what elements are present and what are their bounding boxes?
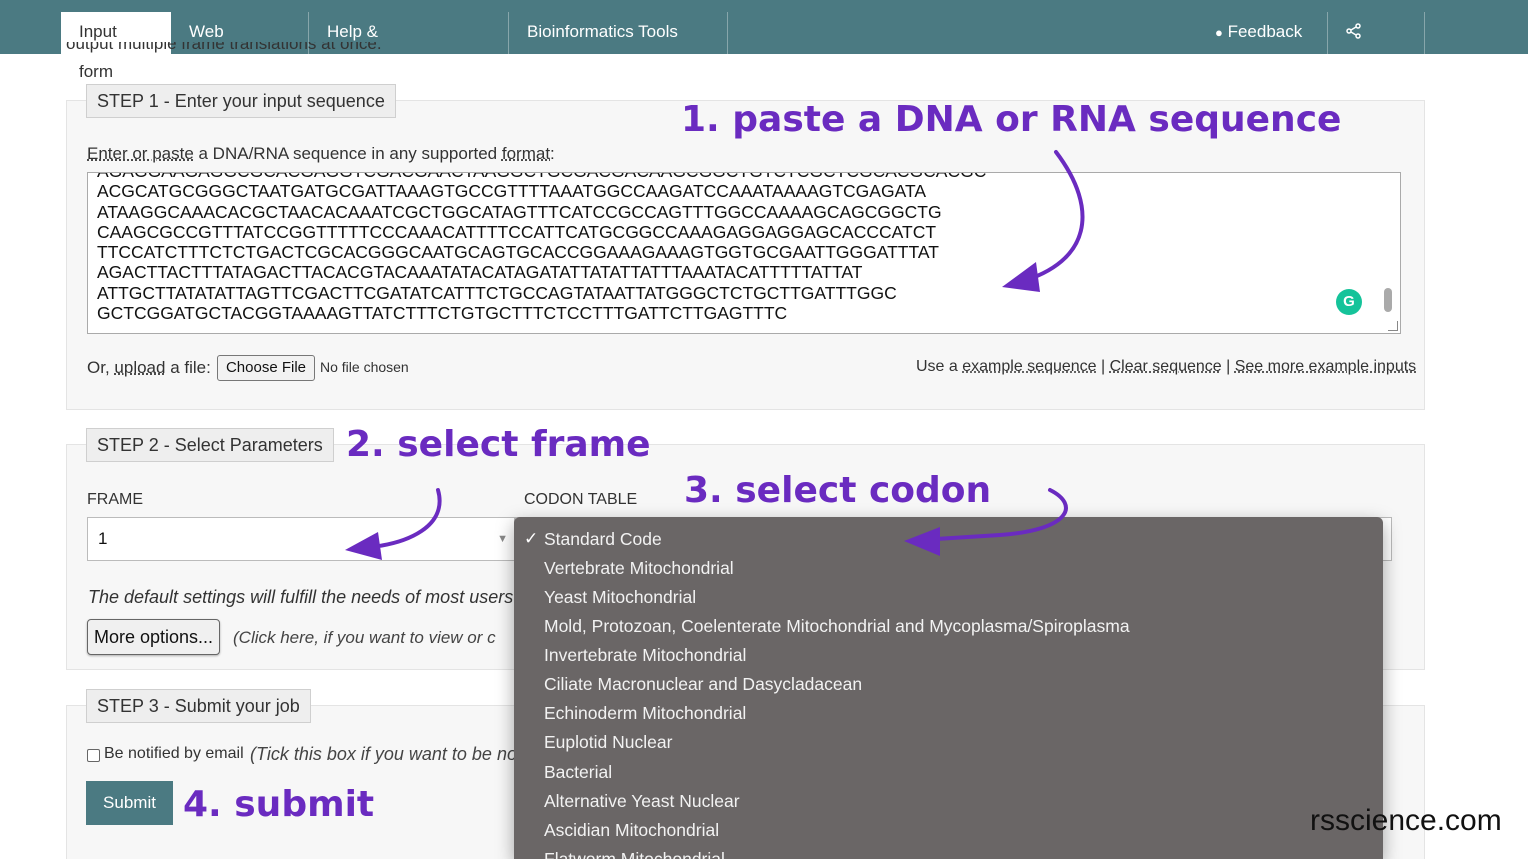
codon-option[interactable]: Ciliate Macronuclear and Dasycladacean bbox=[544, 674, 863, 694]
sequence-line: AGAGGAAGAGGCGCACGAGGTCGACGAACTAAGGCTGCGA… bbox=[97, 173, 986, 181]
sequence-line: CAAGCGCCGTTTATCCGGTTTTTCCCAAACATTTTCCATT… bbox=[97, 221, 937, 242]
sequence-text: AGAGGAAGAGGCGCACGAGGTCGACGAACTAAGGCTGCGA… bbox=[97, 173, 986, 324]
textarea-scrollbar[interactable] bbox=[1384, 288, 1392, 312]
sequence-line: GCTCGGATGCTACGGTAAAAGTTATCTTTCTGTGCTTTCT… bbox=[97, 303, 788, 324]
codon-option[interactable]: Standard Code bbox=[544, 529, 662, 549]
dropdown-arrow-icon: ▼ bbox=[497, 533, 508, 545]
annotation-step3: 3. select codon bbox=[684, 470, 992, 511]
arrowhead-icon bbox=[904, 527, 940, 556]
step2-legend: STEP 2 - Select Parameters bbox=[86, 428, 334, 462]
share-icon bbox=[1346, 23, 1361, 39]
submit-button[interactable]: Submit bbox=[86, 781, 173, 825]
codon-table-dropdown: ✓ Standard Code Vertebrate Mitochondrial… bbox=[514, 517, 1383, 859]
speech-bubble-icon: ● bbox=[1215, 25, 1223, 40]
use-a-text: Use a bbox=[916, 358, 963, 375]
codon-option[interactable]: Invertebrate Mitochondrial bbox=[544, 645, 747, 665]
codon-option[interactable]: Mold, Protozoan, Coelenterate Mitochondr… bbox=[544, 616, 1130, 636]
arrowhead-icon bbox=[345, 532, 382, 560]
arrow-to-sequence-icon bbox=[1018, 150, 1085, 284]
sequence-line: ATAAGGCAAACACGCTAACACAAATCGCTGGCATAGTTTC… bbox=[97, 201, 942, 222]
separator: | bbox=[1096, 358, 1110, 375]
choose-file-button[interactable]: Choose File bbox=[217, 355, 315, 381]
see-more-examples-link[interactable]: See more example inputs bbox=[1234, 358, 1417, 375]
notify-email-hint: (Tick this box if you want to be no bbox=[250, 744, 517, 764]
upload-text-c: a file: bbox=[165, 358, 211, 377]
watermark: rsscience.com bbox=[1310, 804, 1502, 837]
codon-option[interactable]: Bacterial bbox=[544, 762, 613, 782]
sequence-line: TTCCATCTTTCTCTGACTCGCACGGGCAATGCAGTGCACC… bbox=[97, 242, 939, 263]
frame-select-value: 1 bbox=[98, 529, 108, 548]
arrow-to-codon-icon bbox=[918, 488, 1068, 542]
frame-select[interactable]: 1 ▼ bbox=[87, 517, 515, 561]
codon-option[interactable]: Echinoderm Mitochondrial bbox=[544, 703, 747, 723]
example-links: Use a example sequence | Clear sequence … bbox=[916, 358, 1416, 376]
enter-or-paste-link[interactable]: Enter or paste bbox=[87, 144, 194, 163]
prompt-colon: : bbox=[550, 144, 555, 163]
more-options-hint: (Click here, if you want to view or c bbox=[233, 628, 496, 647]
sequence-prompt: Enter or paste a DNA/RNA sequence in any… bbox=[87, 144, 555, 164]
sequence-line: AGACTTACTTTATAGACTTACACGTACAAATATACATAGA… bbox=[97, 262, 863, 283]
annotation-step4: 4. submit bbox=[183, 784, 375, 825]
frame-label: FRAME bbox=[87, 491, 143, 508]
format-link[interactable]: format bbox=[501, 144, 551, 163]
more-options-button[interactable]: More options... bbox=[87, 619, 220, 655]
example-sequence-link[interactable]: example sequence bbox=[962, 358, 1097, 375]
grammarly-icon[interactable]: G bbox=[1336, 289, 1362, 315]
step3-legend: STEP 3 - Submit your job bbox=[86, 689, 311, 723]
feedback-label: Feedback bbox=[1227, 22, 1303, 41]
share-label: Share bbox=[1346, 62, 1392, 81]
annotation-step2: 2. select frame bbox=[346, 424, 651, 465]
feedback-button[interactable]: ● Feedback bbox=[1197, 12, 1328, 54]
sequence-line: ACGCATGCGGGCTAATGATGCGATTAAAGTGCCGTTTTAA… bbox=[97, 181, 927, 202]
tab-input-form[interactable]: Input form bbox=[61, 12, 171, 81]
sequence-textarea[interactable]: AGAGGAAGAGGCGCACGAGGTCGACGAACTAAGGCTGCGA… bbox=[87, 172, 1401, 334]
codon-table-label: CODON TABLE bbox=[524, 491, 638, 508]
annotation-step1: 1. paste a DNA or RNA sequence bbox=[681, 99, 1342, 140]
intro-text-clipped: output multiple frame translations at on… bbox=[66, 42, 382, 53]
upload-text-a: Or, bbox=[87, 358, 115, 377]
step1-legend: STEP 1 - Enter your input sequence bbox=[86, 84, 396, 118]
codon-option[interactable]: Alternative Yeast Nuclear bbox=[544, 791, 740, 811]
tab-bioinformatics-faq[interactable]: Bioinformatics Tools FAQ bbox=[509, 12, 728, 81]
resize-handle-icon[interactable] bbox=[1388, 321, 1398, 331]
codon-option[interactable]: Euplotid Nuclear bbox=[544, 732, 673, 752]
notify-email-label: Be notified by email bbox=[104, 745, 244, 762]
codon-option[interactable]: Vertebrate Mitochondrial bbox=[544, 558, 734, 578]
codon-option[interactable]: Yeast Mitochondrial bbox=[544, 587, 697, 607]
sequence-line: ATTGCTTATATATTAGTTCGACTTCGATATCATTTCTGCC… bbox=[97, 282, 897, 303]
top-nav: Input form Web services Help & Documenta… bbox=[0, 0, 1528, 81]
share-button[interactable]: Share bbox=[1328, 12, 1425, 81]
tab-web-services[interactable]: Web services bbox=[171, 12, 309, 81]
tab-help-documentation[interactable]: Help & Documentation bbox=[309, 12, 509, 81]
no-file-text: No file chosen bbox=[320, 359, 409, 375]
checkmark-icon: ✓ bbox=[524, 529, 539, 548]
codon-option[interactable]: Ascidian Mitochondrial bbox=[544, 820, 720, 840]
notify-email-checkbox[interactable] bbox=[87, 749, 100, 762]
codon-option[interactable]: Flatworm Mitochondrial bbox=[544, 849, 725, 859]
clear-sequence-link[interactable]: Clear sequence bbox=[1109, 358, 1222, 375]
upload-prompt: Or, upload a file: bbox=[87, 358, 211, 378]
separator: | bbox=[1221, 358, 1235, 375]
arrowhead-icon bbox=[1002, 262, 1040, 292]
prompt-text: a DNA/RNA sequence in any supported bbox=[193, 144, 502, 163]
upload-link[interactable]: upload bbox=[114, 358, 166, 377]
default-settings-note: The default settings will fulfill the ne… bbox=[88, 587, 514, 607]
